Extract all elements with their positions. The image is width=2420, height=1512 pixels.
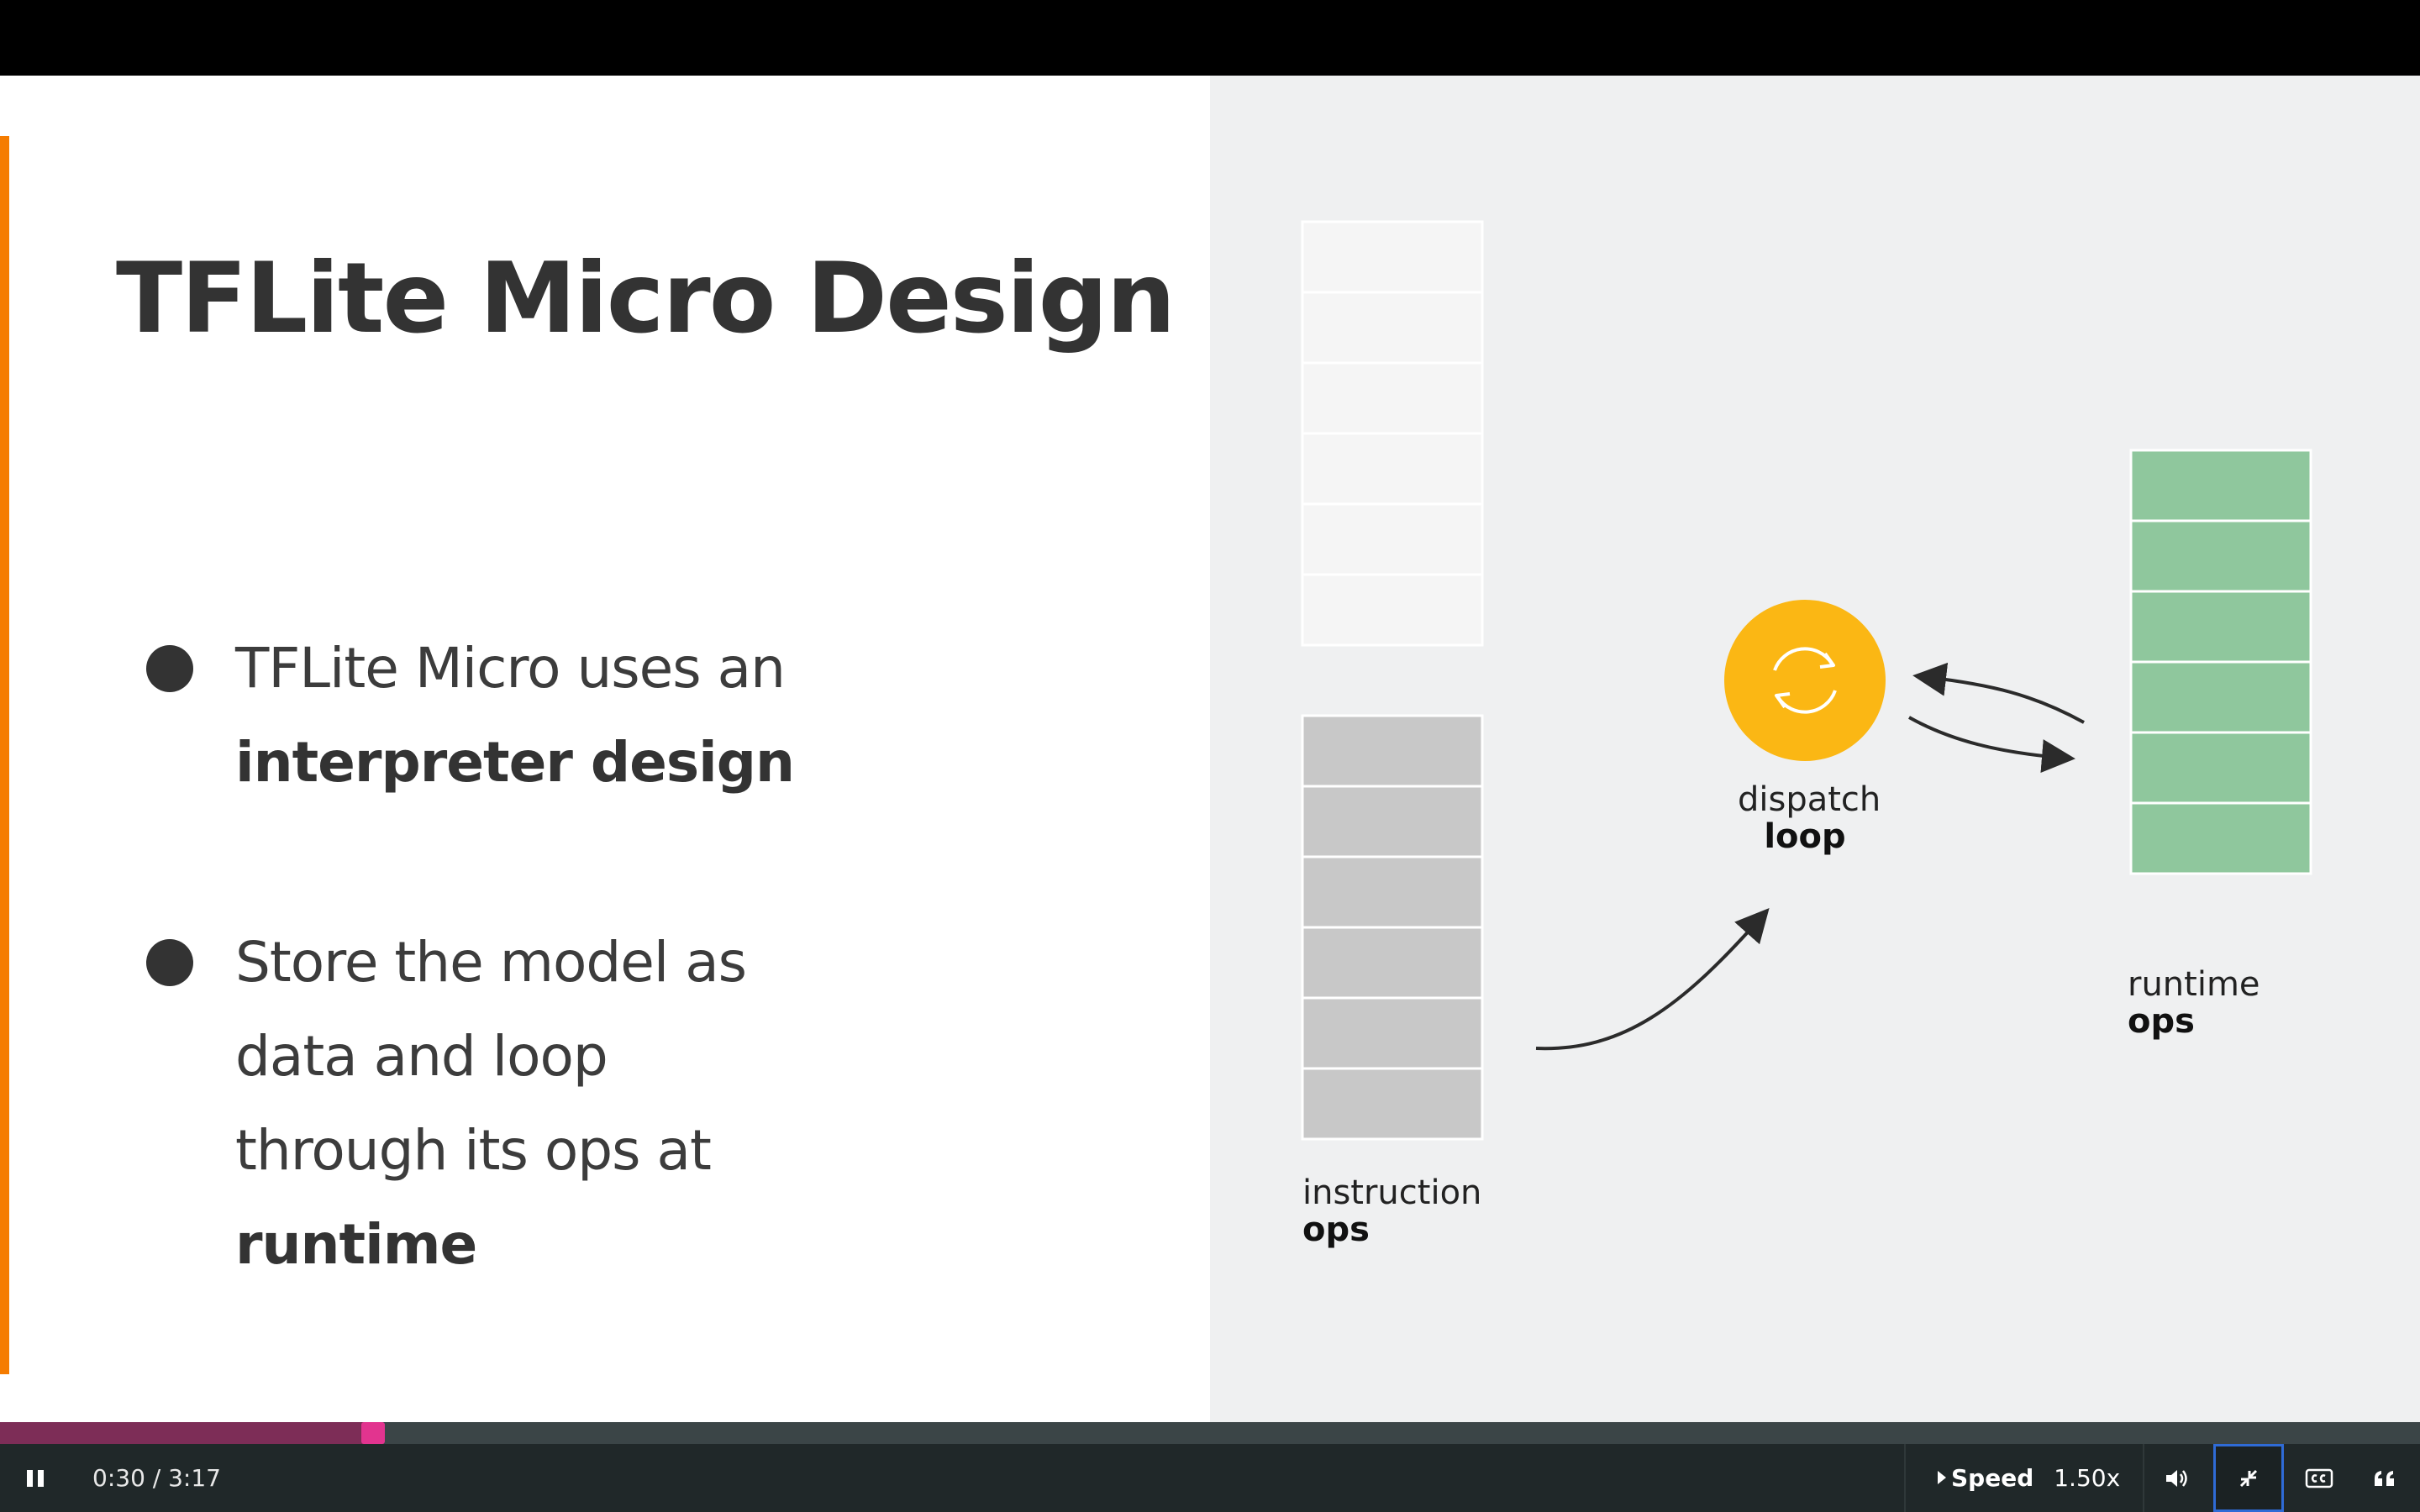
- instruction-op-cell: [1301, 1067, 1484, 1141]
- instruction-op-cell: [1301, 714, 1484, 788]
- dispatch-label-strong: loop: [1764, 817, 1846, 856]
- arrow-runtime-to-dispatch: [1912, 662, 2085, 724]
- volume-button[interactable]: [2141, 1444, 2213, 1512]
- bullet-line: through its ops at: [235, 1118, 712, 1183]
- interpreter-diagram: [1301, 220, 2312, 1141]
- progress-bar[interactable]: [0, 1422, 2420, 1444]
- speed-value: 1.50x: [2054, 1464, 2121, 1492]
- letterbox-top: [0, 0, 2420, 76]
- exit-fullscreen-icon: [2239, 1469, 2258, 1487]
- slide-text-panel: TFLite Micro Design TFLite Micro uses an…: [0, 76, 1210, 1422]
- transcript-quote-icon: [2375, 1470, 2394, 1486]
- runtime-label-text: runtime: [2128, 965, 2260, 1004]
- slide-frame: TFLite Micro Design TFLite Micro uses an…: [0, 76, 2420, 1422]
- speed-label: Speed: [1951, 1464, 2034, 1492]
- runtime-ops-stack: [2129, 449, 2312, 875]
- runtime-op-cell: [2129, 660, 2312, 734]
- bullet-dot: [146, 645, 193, 692]
- empty-op-cell: [1301, 220, 1484, 294]
- exit-fullscreen-button[interactable]: [2213, 1444, 2284, 1512]
- runtime-op-cell: [2129, 519, 2312, 593]
- closed-captions-button[interactable]: [2286, 1444, 2353, 1512]
- runtime-op-cell: [2129, 731, 2312, 805]
- closed-captions-icon: [2305, 1468, 2333, 1488]
- runtime-op-cell: [2129, 801, 2312, 875]
- slide-title: TFLite Micro Design: [116, 242, 1176, 355]
- instruction-op-cell: [1301, 996, 1484, 1070]
- dispatch-loop-circle: [1724, 600, 1886, 761]
- instruction-label-text: instruction: [1302, 1173, 1482, 1212]
- player-controls: 0:30 / 3:17 Speed 1.50x: [0, 1422, 2420, 1512]
- pause-button[interactable]: [12, 1444, 59, 1512]
- controls-row: 0:30 / 3:17 Speed 1.50x: [0, 1444, 2420, 1512]
- runtime-op-cell: [2129, 449, 2312, 522]
- bullet-line: data and loop: [235, 1024, 608, 1089]
- bullet-text: Store the model as data and loop through i…: [235, 916, 1076, 1292]
- runtime-op-cell: [2129, 590, 2312, 664]
- instruction-op-cell: [1301, 855, 1484, 929]
- bullet-line: runtime: [235, 1212, 477, 1277]
- volume-icon: [2166, 1469, 2187, 1487]
- empty-op-cell: [1301, 432, 1484, 506]
- bullet-text: TFLite Micro uses an interpreter design: [235, 622, 1076, 810]
- dispatch-loop-label: dispatch loop: [1738, 781, 1881, 856]
- empty-ops-stack: [1301, 220, 1484, 647]
- arrow-dispatch-to-runtime: [1908, 716, 2075, 773]
- bullet-line: Store the model as: [235, 930, 747, 995]
- sync-icon: [1773, 647, 1837, 714]
- instruction-op-cell: [1301, 785, 1484, 858]
- empty-op-cell: [1301, 361, 1484, 435]
- pause-icon: [27, 1469, 44, 1487]
- dispatch-label-text: dispatch: [1738, 780, 1881, 819]
- accent-bar: [0, 136, 9, 1374]
- instruction-ops-stack: [1301, 714, 1484, 1141]
- empty-op-cell: [1301, 291, 1484, 365]
- progress-handle[interactable]: [361, 1422, 385, 1444]
- speed-control[interactable]: Speed 1.50x: [1904, 1444, 2144, 1512]
- runtime-ops-label: runtime ops: [2128, 966, 2260, 1040]
- progress-played: [0, 1422, 373, 1444]
- runtime-label-strong: ops: [2128, 1002, 2195, 1041]
- time-display: 0:30 / 3:17: [92, 1464, 221, 1492]
- arrow-instruction-to-dispatch: [1535, 908, 1770, 1051]
- instruction-op-cell: [1301, 926, 1484, 1000]
- empty-op-cell: [1301, 573, 1484, 647]
- bullet-line: TFLite Micro uses an: [235, 636, 786, 701]
- transcript-button[interactable]: [2354, 1444, 2415, 1512]
- empty-op-cell: [1301, 502, 1484, 576]
- slide-diagram-panel: instruction ops dispatch loop runtime op…: [1210, 76, 2420, 1422]
- instruction-ops-label: instruction ops: [1302, 1174, 1481, 1248]
- bullet-line: interpreter design: [235, 730, 795, 795]
- caret-right-icon: [1938, 1471, 1946, 1484]
- instruction-label-strong: ops: [1302, 1210, 1370, 1249]
- bullet-dot: [146, 939, 193, 986]
